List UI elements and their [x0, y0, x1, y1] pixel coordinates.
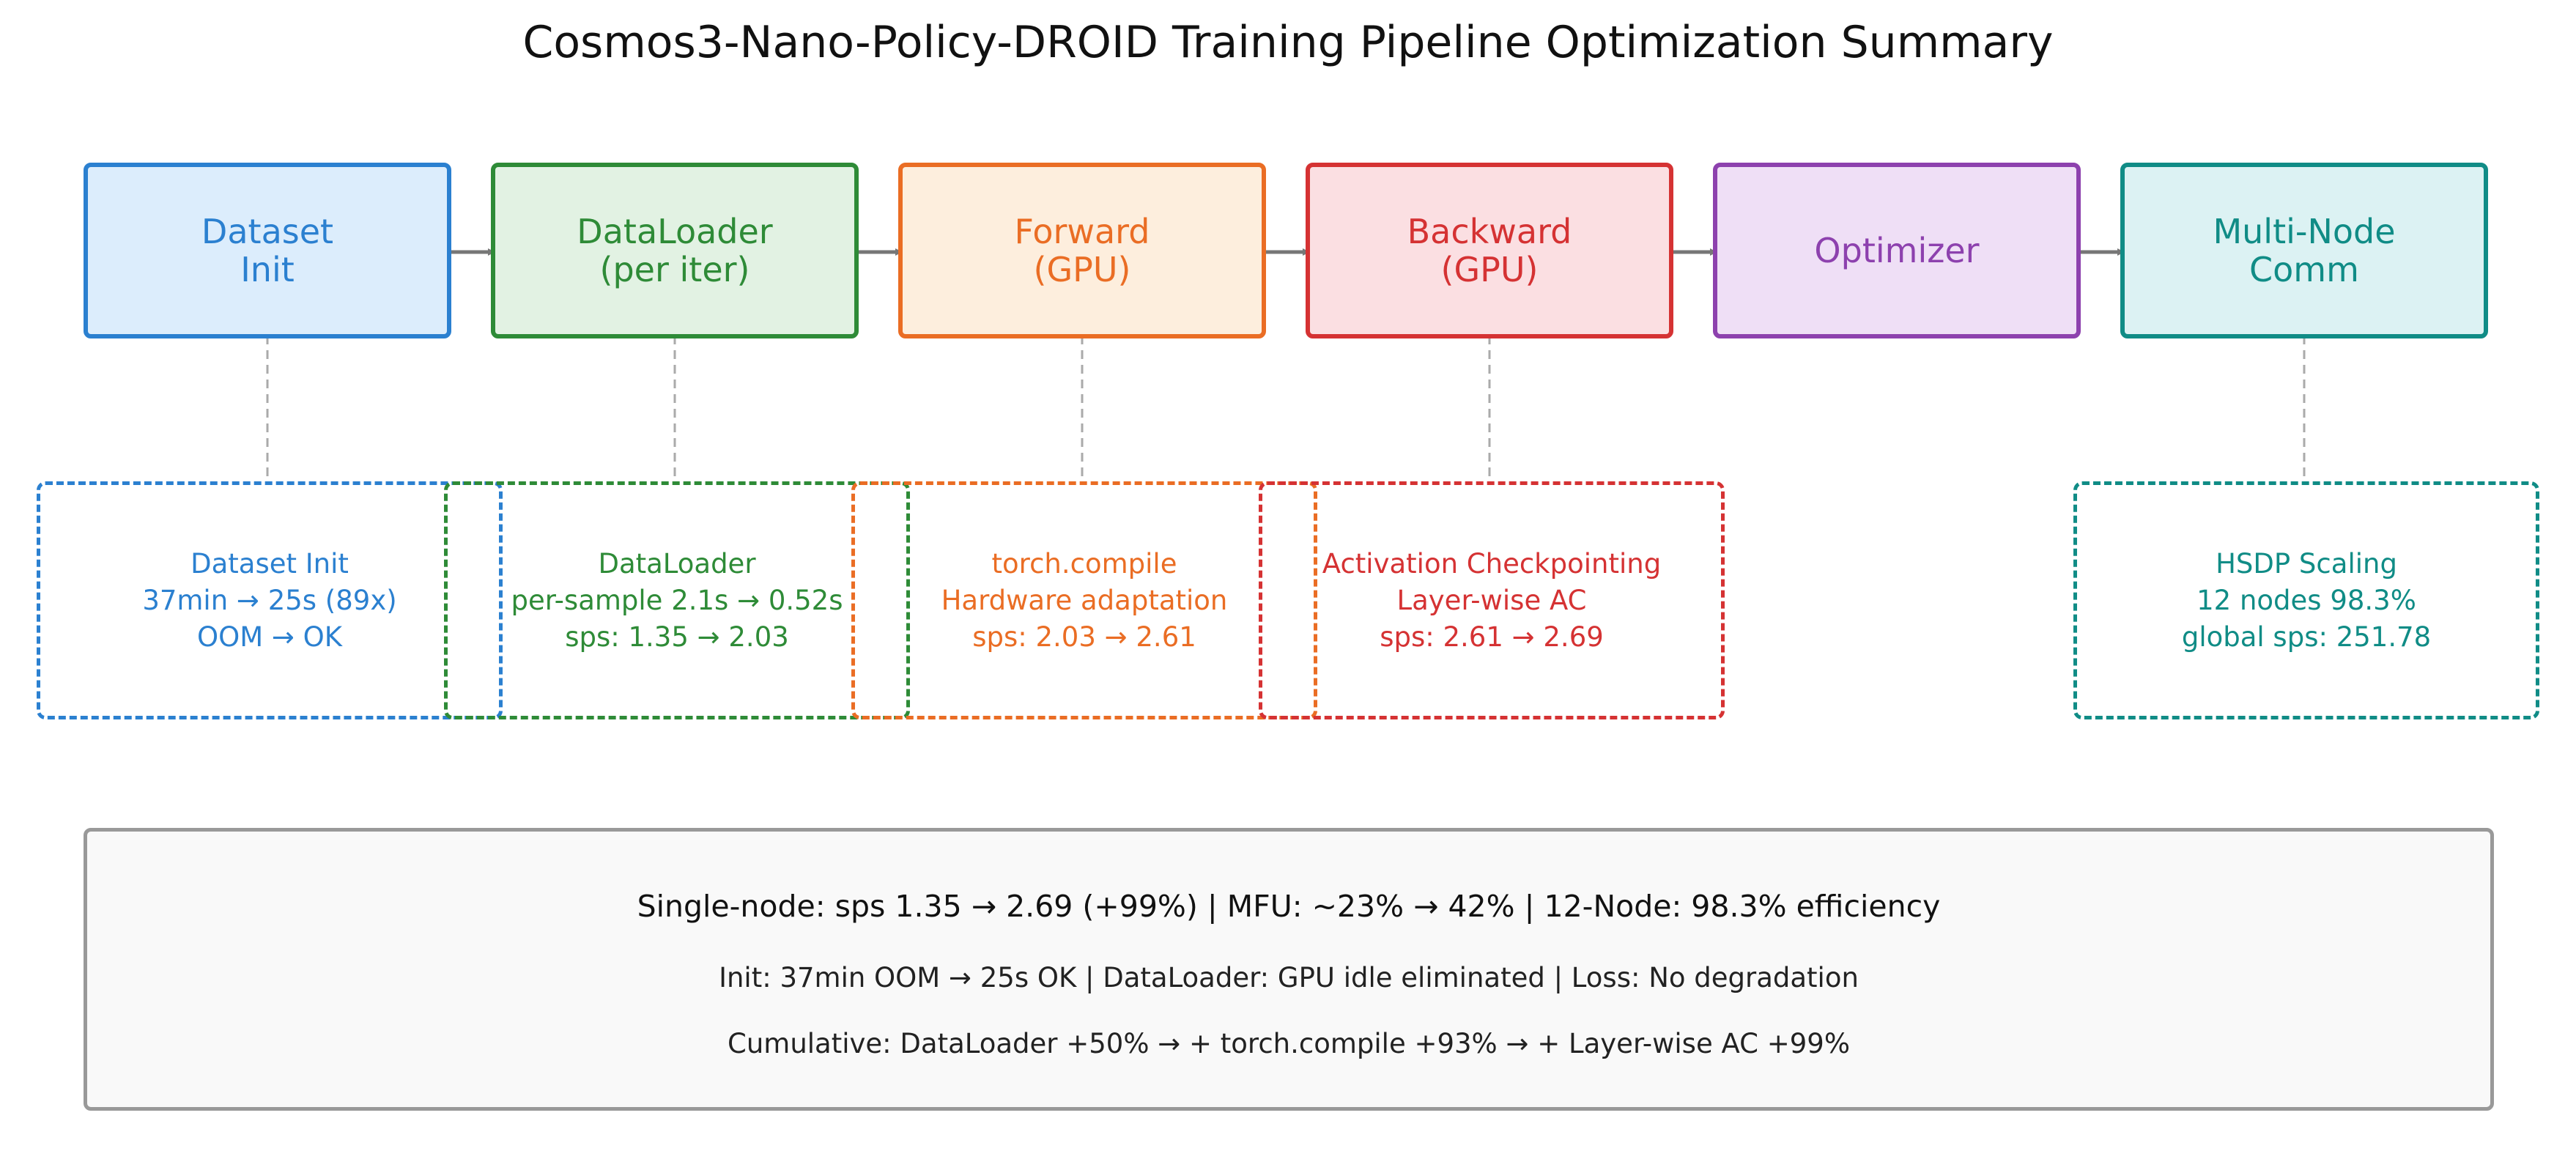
- detail-box-dataloader: DataLoader per-sample 2.1s → 0.52s sps: …: [444, 481, 910, 719]
- stage-box-multi-node-comm: Multi-Node Comm: [2120, 163, 2488, 338]
- stage-label: Optimizer: [1814, 231, 1980, 270]
- detail-line: sps: 2.61 → 2.69: [1380, 621, 1604, 653]
- stage-box-dataset-init: Dataset Init: [84, 163, 451, 338]
- detail-box-dataset-init: Dataset Init 37min → 25s (89x) OOM → OK: [37, 481, 503, 719]
- detail-box-multi-node-comm: HSDP Scaling 12 nodes 98.3% global sps: …: [2073, 481, 2539, 719]
- stage-label: Forward (GPU): [1014, 212, 1150, 289]
- detail-line: per-sample 2.1s → 0.52s: [511, 584, 843, 616]
- stage-label: Multi-Node Comm: [2213, 212, 2396, 289]
- summary-panel: Single-node: sps 1.35 → 2.69 (+99%) | MF…: [84, 828, 2494, 1111]
- detail-box-forward: torch.compile Hardware adaptation sps: 2…: [851, 481, 1317, 719]
- detail-line: DataLoader: [598, 547, 756, 580]
- detail-line: sps: 2.03 → 2.61: [972, 621, 1196, 653]
- detail-box-backward: Activation Checkpointing Layer-wise AC s…: [1259, 481, 1725, 719]
- stage-box-forward: Forward (GPU): [898, 163, 1266, 338]
- stage-label: DataLoader (per iter): [577, 212, 773, 289]
- summary-cumulative: Cumulative: DataLoader +50% → + torch.co…: [728, 1028, 1850, 1059]
- detail-line: Layer-wise AC: [1396, 584, 1587, 616]
- summary-detail: Init: 37min OOM → 25s OK | DataLoader: G…: [719, 962, 1859, 993]
- stage-label: Backward (GPU): [1407, 212, 1572, 289]
- detail-line: 12 nodes 98.3%: [2196, 584, 2416, 616]
- detail-line: Dataset Init: [190, 547, 349, 580]
- stage-box-backward: Backward (GPU): [1306, 163, 1673, 338]
- stage-box-optimizer: Optimizer: [1713, 163, 2081, 338]
- detail-line: 37min → 25s (89x): [142, 584, 397, 616]
- detail-line: Activation Checkpointing: [1322, 547, 1662, 580]
- detail-line: sps: 1.35 → 2.03: [565, 621, 789, 653]
- detail-line: Hardware adaptation: [941, 584, 1228, 616]
- stage-label: Dataset Init: [201, 212, 334, 289]
- detail-line: HSDP Scaling: [2216, 547, 2397, 580]
- detail-line: OOM → OK: [196, 621, 343, 653]
- page-title: Cosmos3-Nano-Policy-DROID Training Pipel…: [522, 17, 2054, 68]
- detail-line: torch.compile: [991, 547, 1177, 580]
- summary-headline: Single-node: sps 1.35 → 2.69 (+99%) | MF…: [637, 889, 1941, 924]
- stage-box-dataloader: DataLoader (per iter): [491, 163, 859, 338]
- detail-line: global sps: 251.78: [2181, 621, 2432, 653]
